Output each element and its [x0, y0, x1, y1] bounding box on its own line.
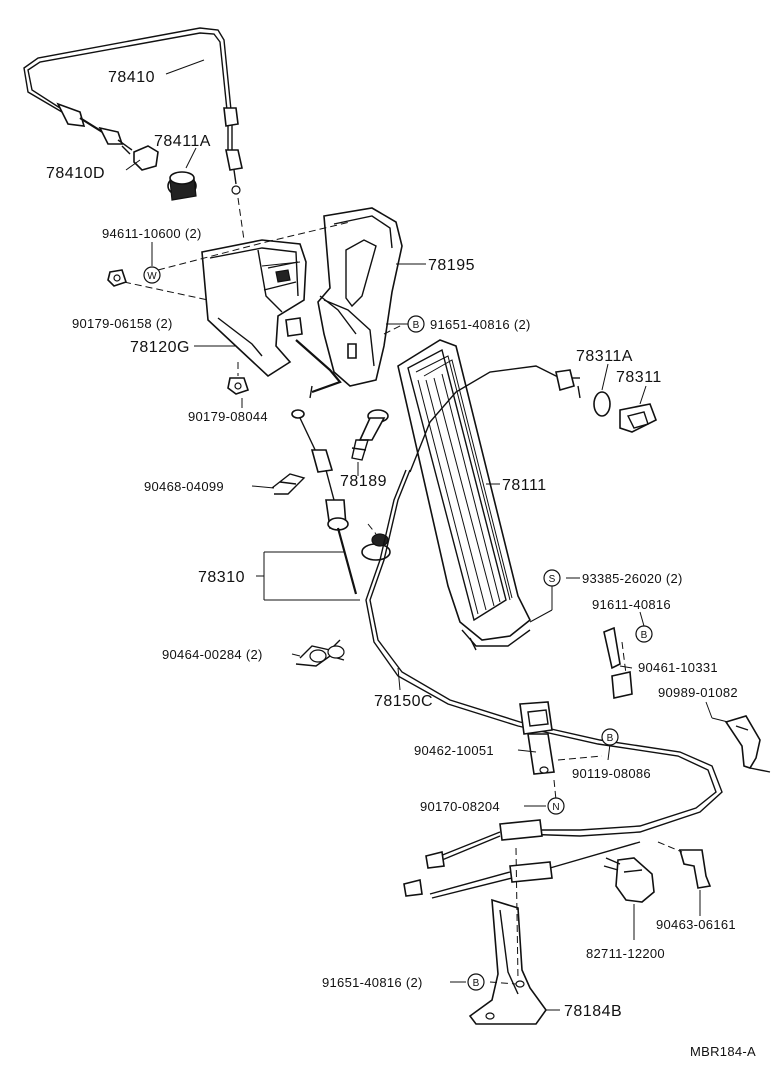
svg-text:B: B: [473, 978, 480, 989]
callout-78410: 78410: [108, 69, 155, 86]
callout-78120g: 78120G: [130, 339, 190, 356]
svg-text:B: B: [413, 320, 420, 331]
callout-93385: 93385-26020 (2): [582, 571, 683, 586]
figure-code: MBR184-A: [690, 1044, 756, 1059]
callout-90989: 90989-01082: [658, 685, 738, 700]
dashed-guides-top: [123, 221, 405, 376]
bracket-90462: [519, 701, 603, 801]
svg-text:W: W: [147, 271, 157, 282]
callout-78189: 78189: [340, 473, 387, 490]
callout-90468: 90468-04099: [144, 479, 224, 494]
accelerator-pedal-78111: [397, 339, 532, 651]
clip-90468: [271, 473, 306, 495]
callout-90463: 90463-06161: [656, 917, 736, 932]
svg-text:B: B: [607, 733, 614, 744]
stopper-78189: [351, 409, 389, 461]
callout-78310: 78310: [198, 569, 245, 586]
callout-78111: 78111: [502, 477, 547, 494]
bracket-78120g: [201, 239, 342, 399]
cable-78311: [409, 365, 658, 473]
clamp-90989: [724, 715, 771, 773]
nut-90179-06158: [107, 269, 128, 287]
callout-90464: 90464-00284 (2): [162, 647, 263, 662]
callout-90170: 90170-08204: [420, 799, 500, 814]
callout-78195: 78195: [428, 257, 475, 274]
bracket-78184b: [468, 847, 547, 1025]
symbol-b-circle-right: B: [635, 625, 653, 643]
callout-78311a: 78311A: [576, 348, 633, 365]
symbol-w-circle: W: [143, 266, 161, 284]
throttle-cable-78410: [23, 27, 245, 241]
symbol-n-circle: N: [547, 797, 565, 815]
bracket-78195: [317, 207, 403, 387]
callout-91651-bottom: 91651-40816 (2): [322, 975, 423, 990]
clamp-90461: [603, 626, 633, 699]
callout-78311: 78311: [616, 369, 662, 386]
callout-94611: 94611-10600 (2): [102, 226, 202, 241]
clamp-90464: [295, 639, 345, 667]
clamp-82711: [603, 857, 655, 903]
callout-90119: 90119-08086: [572, 766, 651, 781]
callout-91611: 91611-40816: [592, 597, 671, 612]
svg-text:B: B: [641, 630, 648, 641]
main-cable-78150c: [365, 469, 723, 899]
nut-90179-08044: [227, 377, 250, 395]
pedal-rod: [291, 409, 358, 595]
callout-78411a: 78411A: [154, 133, 211, 150]
callout-91651-top: 91651-40816 (2): [430, 317, 531, 332]
callout-82711: 82711-12200: [586, 946, 665, 961]
callout-90461: 90461-10331: [638, 660, 718, 675]
leader-lines: [125, 59, 729, 1011]
symbol-b-circle-mid: B: [601, 728, 619, 746]
callout-78410d: 78410D: [46, 165, 105, 182]
clip-90463: [657, 841, 712, 889]
symbol-b-circle-top: B: [407, 315, 425, 333]
callout-90179-08044: 90179-08044: [188, 409, 268, 424]
svg-text:N: N: [552, 802, 559, 813]
callout-78184b: 78184B: [564, 1003, 622, 1020]
svg-text:S: S: [549, 574, 556, 585]
callout-78150c: 78150C: [374, 693, 433, 710]
callout-90462: 90462-10051: [414, 743, 494, 758]
callout-90179-06158: 90179-06158 (2): [72, 316, 173, 331]
symbol-s-circle: S: [543, 569, 561, 587]
symbol-b-circle-bottom: B: [467, 973, 485, 991]
